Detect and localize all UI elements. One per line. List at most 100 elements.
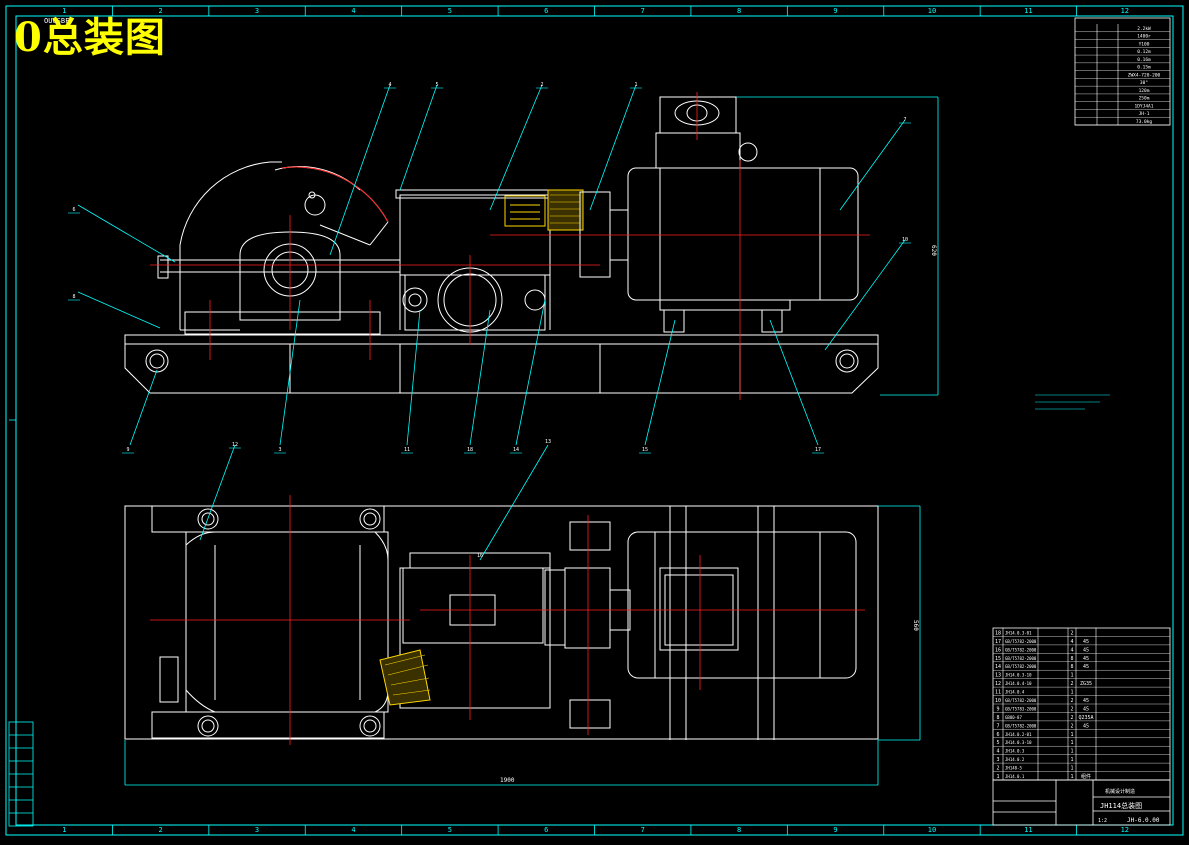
page-title: 0总装图 [14, 14, 166, 61]
part-number: 1 [996, 774, 999, 780]
part-qty: 2 [1070, 715, 1073, 721]
part-qty: 1 [1070, 690, 1073, 696]
spec-value: Y100 [1139, 41, 1150, 47]
zone-label-bottom: 2 [159, 826, 163, 834]
drawing-name: JH114总装图 [1100, 801, 1142, 810]
part-code: GB/T5782-2000 [1005, 656, 1037, 661]
part-code: JH14.0.2-01 [1005, 732, 1032, 737]
part-number: 10 [995, 698, 1001, 704]
part-number: 16 [995, 647, 1001, 653]
plan-width-dimension: 560 [912, 620, 919, 631]
part-qty: 2 [1070, 706, 1073, 712]
part-material: 组件 [1081, 773, 1091, 780]
zone-label-top: 3 [255, 7, 259, 15]
front-dimension-box [660, 96, 939, 396]
zone-label-bottom: 8 [737, 826, 741, 834]
plan-hatch [379, 649, 431, 706]
part-balloon: 13 [545, 439, 551, 445]
part-code: GB/T5782-2000 [1005, 647, 1037, 652]
part-code: GB/T5782-2000 [1005, 698, 1037, 703]
spec-value: ZWX4-720-200 [1128, 72, 1161, 78]
front-center-lines [150, 92, 870, 400]
part-qty: 2 [1070, 698, 1073, 704]
spec-value: 30° [1140, 80, 1148, 86]
zone-label-top: 5 [448, 7, 452, 15]
part-balloon: 2 [540, 82, 543, 88]
spec-value: 120m [1139, 88, 1150, 94]
part-code: JH148-5 [1005, 766, 1022, 771]
part-qty: 2 [1070, 723, 1073, 729]
part-qty: 1 [1070, 749, 1073, 755]
plan-center-lines [150, 495, 865, 745]
part-balloon: 10 [902, 237, 908, 243]
zone-label-top: 12 [1121, 7, 1129, 15]
part-number: 8 [996, 715, 999, 721]
part-qty: 1 [1070, 757, 1073, 763]
zone-label-top: 9 [833, 7, 837, 15]
part-qty: 4 [1070, 647, 1073, 653]
part-number: 14 [995, 664, 1001, 670]
zone-label-bottom: 3 [255, 826, 259, 834]
zone-label-bottom: 12 [1121, 826, 1129, 834]
zone-label-top: 11 [1024, 7, 1032, 15]
part-code: GB/T5783-2000 [1005, 706, 1037, 711]
zone-label-top: 10 [928, 7, 936, 15]
part-number: 5 [996, 740, 999, 746]
part-balloon: 7 [903, 117, 906, 123]
part-qty: 1 [1070, 766, 1073, 772]
part-qty: 8 [1070, 664, 1073, 670]
part-number: 11 [995, 690, 1001, 696]
plan-outline [124, 505, 879, 740]
part-qty: 1 [1070, 732, 1073, 738]
spec-value: 0.16m [1137, 57, 1151, 63]
part-balloon: 17 [815, 447, 821, 453]
zone-label-bottom: 5 [448, 826, 452, 834]
part-balloon: 18 [467, 447, 473, 453]
spec-value: 73.0kg [1136, 119, 1153, 125]
part-number: 15 [995, 656, 1001, 662]
coupling [504, 189, 629, 278]
part-code: JH14.0.3-10 [1005, 740, 1032, 745]
zone-label-top: 2 [159, 7, 163, 15]
part-number: 3 [996, 757, 999, 763]
part-qty: 4 [1070, 639, 1073, 645]
part-material: Q235A [1078, 715, 1093, 721]
part-material: 45 [1083, 656, 1089, 662]
zone-label-bottom: 11 [1024, 826, 1032, 834]
zone-label-top: 8 [737, 7, 741, 15]
part-balloon: 14 [513, 447, 519, 453]
zone-label-bottom: 7 [641, 826, 645, 834]
part-code: GB/T5782-2000 [1005, 723, 1037, 728]
part-material: 45 [1083, 723, 1089, 729]
bearing-pedestal [157, 231, 400, 335]
part-code: GB/T5782-2000 [1005, 664, 1037, 669]
part-number: 18 [995, 630, 1001, 636]
part-balloon: 3 [278, 447, 281, 453]
part-number: 12 [995, 681, 1001, 687]
zone-label-top: 7 [641, 7, 645, 15]
part-balloon: 4 [388, 82, 391, 88]
part-code: JH14.0.3-10 [1005, 673, 1032, 678]
part-balloon: 1 [634, 82, 637, 88]
left-stamp-column [8, 419, 34, 827]
part-balloon: 5 [435, 82, 438, 88]
part-balloon: 16 [477, 553, 483, 559]
plan-dimension-lines [124, 444, 921, 786]
part-balloon: 15 [642, 447, 648, 453]
drawing-scale: 1:2 [1098, 818, 1107, 824]
part-code: JH14.0.4-10 [1005, 681, 1032, 686]
part-qty: 2 [1070, 681, 1073, 687]
part-qty: 1 [1070, 673, 1073, 679]
spec-value: 1DYJ4A1 [1135, 103, 1154, 109]
part-material: 45 [1083, 706, 1089, 712]
part-number: 7 [996, 723, 999, 729]
zone-label-bottom: 10 [928, 826, 936, 834]
part-qty: 8 [1070, 656, 1073, 662]
technical-notes [1035, 394, 1110, 410]
plan-balloons: 13 16 [477, 439, 551, 559]
part-balloon: 11 [404, 447, 410, 453]
department-name: 机械设计制造 [1105, 788, 1135, 795]
